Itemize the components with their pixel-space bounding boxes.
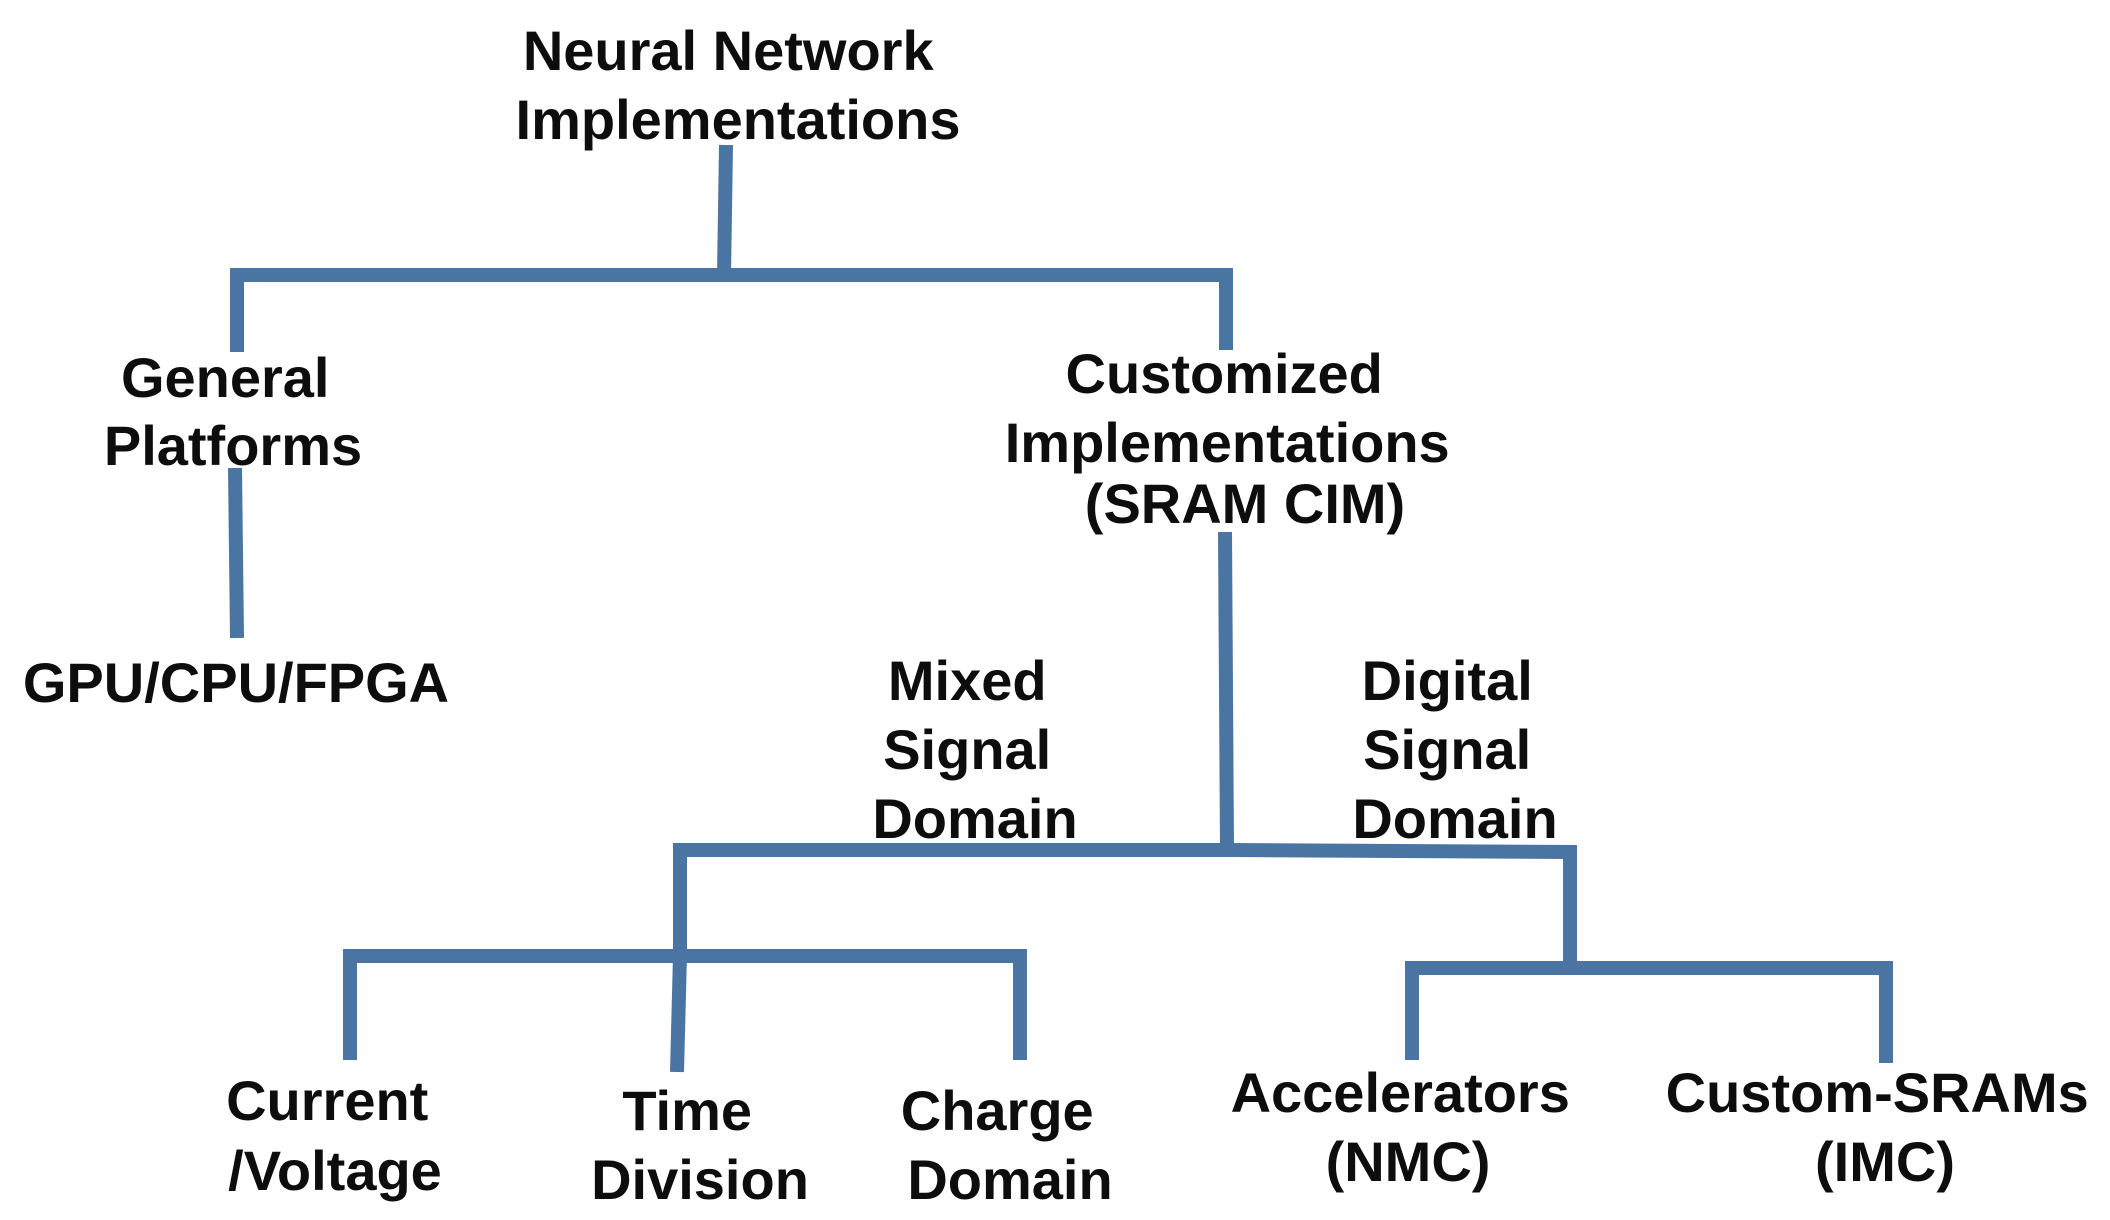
edge-digital-children bbox=[1405, 961, 1893, 1063]
tree-connectors bbox=[228, 144, 1893, 1073]
node-digital-signal-domain: Digital Signal Domain bbox=[1352, 649, 1557, 850]
node-customized-implementations: Customized Implementations (SRAM CIM) bbox=[1005, 342, 1466, 535]
edge-mixed-children bbox=[343, 949, 1027, 1060]
node-charge-domain: Charge Domain bbox=[901, 1079, 1113, 1211]
edge-mixed-to-time bbox=[670, 954, 687, 1073]
node-general-platforms: General Platforms bbox=[104, 346, 362, 477]
edge-customized-stem bbox=[1218, 531, 1234, 851]
node-accelerators-nmc: Accelerators (NMC) bbox=[1231, 1061, 1586, 1193]
node-root: Neural Network Implementations bbox=[516, 19, 961, 151]
node-gpu-cpu-fpga: GPU/CPU/FPGA bbox=[23, 651, 449, 714]
edge-general-to-gpu bbox=[228, 467, 244, 639]
node-current-voltage: Current /Voltage bbox=[226, 1069, 444, 1202]
edge-root-to-branches bbox=[230, 268, 1233, 352]
edge-domain-split bbox=[673, 843, 1577, 962]
edge-root-stem bbox=[717, 144, 733, 276]
tree-labels: Neural Network Implementations General P… bbox=[23, 19, 2105, 1211]
node-mixed-signal-domain: Mixed Signal Domain bbox=[872, 649, 1077, 850]
node-time-division: Time Division bbox=[591, 1079, 809, 1211]
node-custom-srams-imc: Custom-SRAMs (IMC) bbox=[1666, 1061, 2105, 1193]
